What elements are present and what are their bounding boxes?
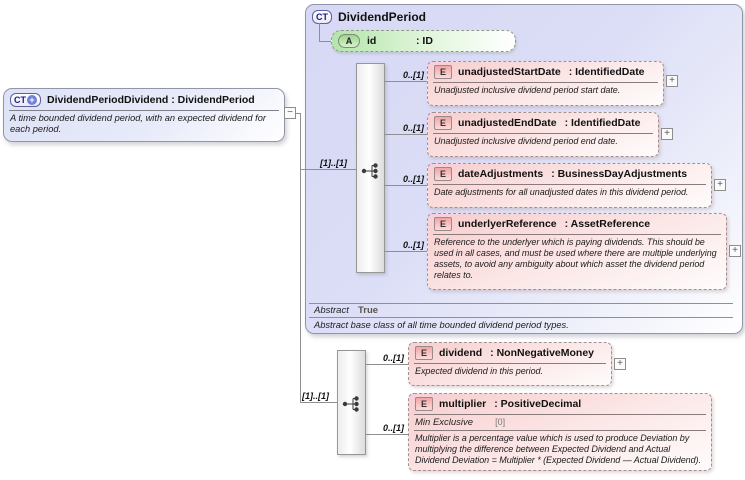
connector-line: [366, 434, 408, 435]
complex-type-icon: CT: [312, 10, 332, 24]
sequence-icon: [342, 396, 359, 412]
connector-line: [384, 185, 427, 186]
cardinality-label: 0..[1]: [402, 174, 424, 184]
sequence-icon: [361, 163, 378, 179]
element-description: Reference to the underlyer which is payi…: [434, 237, 717, 280]
facet-value: [0]: [495, 417, 506, 427]
connector-line: [366, 364, 408, 365]
abstract-label: Abstract: [314, 305, 349, 316]
element-icon: E: [434, 65, 452, 79]
element-icon: E: [434, 217, 452, 231]
cardinality-label: 0..[1]: [382, 423, 404, 433]
divider: [433, 82, 658, 83]
cardinality-label: 0..[1]: [402, 70, 424, 80]
complex-type-plus-icon: CT +: [10, 93, 41, 107]
cardinality-label: 0..[1]: [402, 123, 424, 133]
complex-type-icon-label: CT: [316, 12, 328, 22]
cardinality-label: [1]..[1]: [302, 391, 329, 401]
base-type-description: Abstract base class of all time bounded …: [314, 320, 569, 330]
attribute-name: id: [367, 35, 377, 47]
element-description: Unadjusted inclusive dividend period end…: [434, 136, 618, 146]
abstract-value: True: [358, 305, 379, 316]
element-name: dateAdjustments: [458, 168, 544, 180]
connector-line: [384, 134, 427, 135]
divider: [309, 303, 733, 304]
divider: [433, 234, 721, 235]
element-description: Multiplier is a percentage value which i…: [415, 433, 701, 465]
element-type: : IdentifiedDate: [568, 66, 645, 78]
connector-line: [296, 113, 301, 114]
element-description: Unadjusted inclusive dividend period sta…: [434, 85, 621, 95]
derivation-plus-icon: +: [27, 95, 37, 105]
sequence-indicator[interactable]: [356, 63, 385, 273]
expand-button[interactable]: +: [714, 179, 726, 191]
divider: [309, 317, 733, 318]
element-type: : AssetReference: [564, 218, 651, 230]
element-name: multiplier: [439, 398, 487, 410]
element-icon: E: [415, 397, 433, 411]
facet-label: Min Exclusive: [415, 417, 474, 428]
divider: [414, 414, 706, 415]
element-underlyer-reference[interactable]: E underlyerReference : AssetReference Re…: [427, 213, 727, 290]
element-multiplier[interactable]: E multiplier : PositiveDecimal Min Exclu…: [408, 393, 712, 471]
element-icon: E: [415, 346, 433, 360]
divider: [9, 110, 279, 111]
connector-line: [300, 402, 338, 403]
derived-type-description: A time bounded dividend period, with an …: [10, 113, 267, 135]
connector-line: [319, 23, 320, 42]
element-icon: E: [434, 167, 452, 181]
element-type: : BusinessDayAdjustments: [551, 168, 688, 180]
element-name: unadjustedEndDate: [458, 117, 557, 129]
derived-type-box[interactable]: CT + DividendPeriodDividend : DividendPe…: [3, 88, 285, 142]
divider: [433, 133, 653, 134]
expand-button[interactable]: +: [614, 358, 626, 370]
connector-line: [319, 41, 331, 42]
connector-line: [300, 113, 301, 402]
connector-line: [300, 169, 356, 170]
element-unadjusted-start-date[interactable]: E unadjustedStartDate : IdentifiedDate U…: [427, 61, 664, 106]
element-type: : NonNegativeMoney: [490, 347, 595, 359]
cardinality-label: [1]..[1]: [320, 158, 347, 168]
element-name: unadjustedStartDate: [458, 66, 561, 78]
element-unadjusted-end-date[interactable]: E unadjustedEndDate : IdentifiedDate Una…: [427, 112, 659, 157]
complex-type-icon-label: CT: [14, 95, 26, 105]
expand-button[interactable]: +: [666, 75, 678, 87]
element-icon: E: [434, 116, 452, 130]
cardinality-label: 0..[1]: [402, 240, 424, 250]
element-description: Date adjustments for all unadjusted date…: [434, 187, 689, 197]
sequence-indicator[interactable]: [337, 350, 366, 455]
attribute-id-box[interactable]: A id : ID: [331, 30, 516, 52]
divider: [433, 184, 706, 185]
connector-line: [384, 81, 427, 82]
connector-line: [384, 251, 427, 252]
derived-type-title: DividendPeriodDividend : DividendPeriod: [47, 94, 255, 106]
cardinality-label: 0..[1]: [382, 353, 404, 363]
element-description: Expected dividend in this period.: [415, 366, 543, 376]
element-type: : PositiveDecimal: [494, 398, 582, 410]
element-dividend[interactable]: E dividend : NonNegativeMoney Expected d…: [408, 342, 612, 386]
element-name: underlyerReference: [458, 218, 557, 230]
element-name: dividend: [439, 347, 483, 359]
attribute-type: : ID: [416, 35, 433, 47]
collapse-button[interactable]: −: [284, 107, 296, 119]
attribute-icon: A: [338, 34, 360, 48]
element-type: : IdentifiedDate: [564, 117, 641, 129]
divider: [414, 430, 706, 431]
base-type-title: DividendPeriod: [338, 10, 427, 24]
element-date-adjustments[interactable]: E dateAdjustments : BusinessDayAdjustmen…: [427, 163, 712, 208]
expand-button[interactable]: +: [729, 245, 741, 257]
expand-button[interactable]: +: [661, 128, 673, 140]
divider: [414, 363, 606, 364]
